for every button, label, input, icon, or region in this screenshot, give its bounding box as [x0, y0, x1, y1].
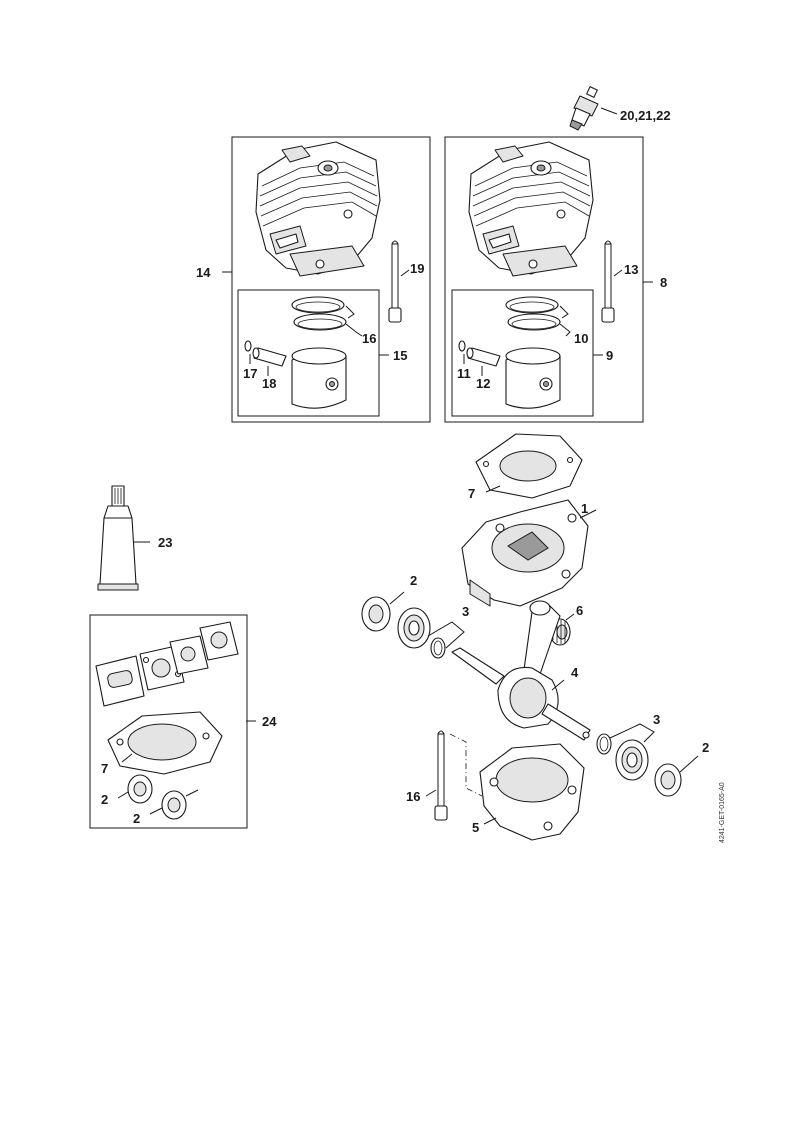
callout-7-gasket: 7 [468, 486, 475, 501]
callout-24: 24 [262, 714, 277, 729]
crankcase-upper [461, 499, 597, 607]
cylinder-kit-box-left [231, 136, 431, 423]
callout-13: 13 [624, 262, 638, 277]
callout-19: 19 [410, 261, 424, 276]
callout-20-21-22: 20,21,22 [620, 108, 671, 123]
cylinder-bolt-left [388, 240, 410, 323]
callout-11: 11 [457, 366, 471, 381]
o-ring-left [430, 637, 446, 659]
ball-bearing-right [615, 739, 649, 781]
cylinder-right [468, 141, 594, 277]
callout-18: 18 [262, 376, 276, 391]
piston-pin-right [466, 347, 501, 367]
circlip-left [244, 340, 252, 352]
callout-2-seal-left: 2 [410, 573, 417, 588]
callout-16-bolt: 16 [406, 789, 420, 804]
callout-12: 12 [476, 376, 490, 391]
piston-pin-left [252, 347, 287, 367]
callout-14: 14 [196, 265, 211, 280]
grease-tube [97, 485, 150, 591]
piston-left [291, 347, 347, 409]
o-ring-right [596, 733, 612, 755]
ball-bearing-left [397, 607, 431, 649]
callout-16-rings: 16 [362, 331, 376, 346]
piston-right [505, 347, 561, 409]
callout-6: 6 [576, 603, 583, 618]
oil-seal-left [361, 591, 405, 632]
piston-rings-left [291, 296, 363, 337]
callout-4: 4 [571, 665, 579, 680]
drawing-code: 4241-GET-0165-A0 [719, 782, 726, 843]
cylinder-kit-box-right [444, 136, 644, 423]
piston-kit-box-right [451, 289, 594, 417]
callout-3-left: 3 [462, 604, 469, 619]
callout-23: 23 [158, 535, 172, 550]
callout-5: 5 [472, 820, 479, 835]
circlip-right [458, 340, 466, 352]
callout-1: 1 [581, 501, 588, 516]
spark-plug [569, 86, 618, 131]
callout-2-seal-right: 2 [702, 740, 709, 755]
crankcase-lower [479, 743, 585, 841]
piston-rings-right [505, 296, 571, 337]
callout-15: 15 [393, 348, 407, 363]
piston-kit-box-left [237, 289, 380, 417]
crankcase-bolt [425, 730, 448, 821]
oil-seal-right [654, 755, 699, 797]
seal-set-2 [149, 789, 199, 820]
assembly-line [449, 733, 483, 797]
callout-8: 8 [660, 275, 667, 290]
callout-7-set: 7 [101, 761, 108, 776]
cylinder-bolt-right [601, 240, 623, 323]
callout-2-set-2: 2 [133, 811, 140, 826]
crankshaft [451, 600, 591, 741]
gasket-set [95, 621, 256, 775]
callout-3-right: 3 [653, 712, 660, 727]
seal-set-1 [117, 774, 153, 804]
callout-17: 17 [243, 366, 257, 381]
callout-2-set-1: 2 [101, 792, 108, 807]
callout-10: 10 [574, 331, 588, 346]
cylinder-left [255, 141, 381, 277]
callout-9: 9 [606, 348, 613, 363]
cylinder-gasket [475, 433, 583, 499]
